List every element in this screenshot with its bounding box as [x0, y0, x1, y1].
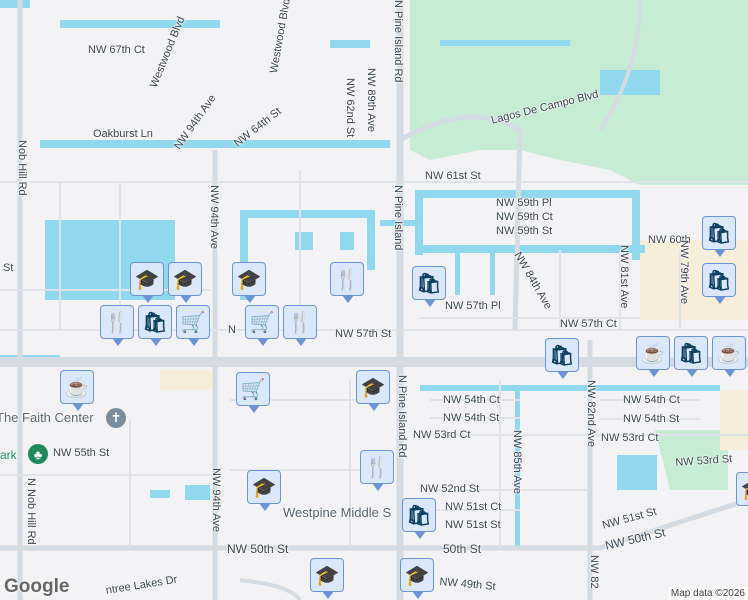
street-label: NW 54th Ct — [443, 394, 500, 406]
park-areas — [410, 0, 748, 490]
park-icon[interactable]: ♣ — [28, 444, 48, 464]
cafe-icon[interactable]: ☕ — [636, 336, 670, 377]
shopping-icon[interactable]: 🛍 — [138, 305, 172, 346]
google-logo: Google — [4, 576, 70, 597]
place-label: Westpine Middle S — [283, 505, 392, 520]
street-label: NW 53rd Ct — [413, 429, 471, 441]
school-icon[interactable]: 🎓 — [168, 262, 202, 303]
street-label: N Nob Hill Rd — [25, 478, 37, 545]
street-label: 50th St — [443, 542, 482, 556]
place-label: The Faith Center — [0, 410, 94, 425]
church-icon[interactable]: ✝ — [106, 408, 126, 428]
street-label: NW 54th St — [623, 413, 680, 425]
street-label: NW 59th St — [496, 225, 553, 237]
street-label: Oakburst Ln — [93, 128, 153, 140]
street-label: NW 51st Ct — [445, 501, 502, 513]
shopping-icon[interactable]: 🛍 — [412, 266, 446, 307]
shopping-icon[interactable]: 🛍 — [702, 216, 736, 257]
school-icon[interactable]: 🎓 — [400, 558, 434, 599]
street-label: NW 55th St — [53, 447, 110, 459]
grocery-cart-icon[interactable]: 🛒 — [176, 305, 210, 346]
school-icon[interactable]: 🎓 — [232, 262, 266, 303]
cafe-icon[interactable]: ☕ — [712, 336, 746, 377]
restaurant-icon[interactable]: 🍴 — [283, 305, 317, 346]
grocery-cart-icon[interactable]: 🛒 — [245, 305, 279, 346]
school-icon[interactable]: 🎓 — [247, 470, 281, 511]
street-label: NW 94th Ave — [210, 468, 222, 532]
street-label: NW 89th Ave — [365, 68, 377, 132]
street-label: N Pine Island Rd — [392, 0, 404, 83]
street-label: St — [3, 262, 14, 274]
grocery-cart-icon[interactable]: 🛒 — [236, 372, 270, 413]
school-icon[interactable]: 🎓 — [356, 370, 390, 411]
street-label: NW 82nd Ave — [585, 380, 597, 448]
street-label: NW 59th Ct — [496, 211, 553, 223]
street-label: NW 82 — [588, 555, 600, 589]
shopping-icon[interactable]: 🛍 — [545, 338, 579, 379]
street-label: NW 94th Ave — [208, 185, 220, 249]
place-label: ark — [0, 448, 17, 462]
street-label: NW 57th Ct — [560, 318, 617, 330]
shopping-icon[interactable]: 🛍 — [674, 336, 708, 377]
street-label: NW 62nd St — [344, 78, 356, 138]
shopping-icon[interactable]: 🛍 — [402, 498, 436, 539]
restaurant-icon[interactable]: 🍴 — [330, 262, 364, 303]
shopping-icon[interactable]: 🛍 — [702, 263, 736, 304]
restaurant-icon[interactable]: 🍴 — [100, 305, 134, 346]
street-label: N Pine Island Rd — [396, 375, 408, 458]
street-label: NW 51st St — [445, 519, 501, 531]
street-label: NW 59th Pl — [496, 197, 552, 209]
school-icon[interactable]: 🎓 — [736, 472, 748, 506]
street-label: NW 81st Ave — [618, 245, 630, 309]
street-label: NW 79th Ave — [678, 240, 690, 304]
street-label: NW 57th St — [335, 328, 392, 340]
street-label: NW 61st St — [425, 170, 481, 182]
street-label: NW 60th — [648, 234, 691, 246]
street-label: NW 50th St — [227, 542, 289, 556]
street-label: NW 54th Ct — [623, 394, 680, 406]
street-label: N Pine Island — [392, 185, 404, 251]
street-label: NW 54th St — [443, 412, 500, 424]
cafe-icon[interactable]: ☕ — [60, 370, 94, 411]
street-label: N — [228, 324, 236, 336]
street-label: NW 67th Ct — [88, 44, 145, 56]
street-label: NW 53rd Ct — [601, 432, 659, 444]
street-label: NW 57th Pl — [445, 300, 501, 312]
restaurant-icon[interactable]: 🍴 — [360, 450, 394, 491]
school-icon[interactable]: 🎓 — [310, 558, 344, 599]
street-label: Nob Hill Rd — [16, 140, 28, 196]
street-label: NW 85th Ave — [511, 430, 523, 494]
map-attribution[interactable]: Map data ©2026 — [667, 587, 748, 600]
street-label: NW 52nd St — [420, 483, 480, 495]
school-icon[interactable]: 🎓 — [130, 262, 164, 303]
